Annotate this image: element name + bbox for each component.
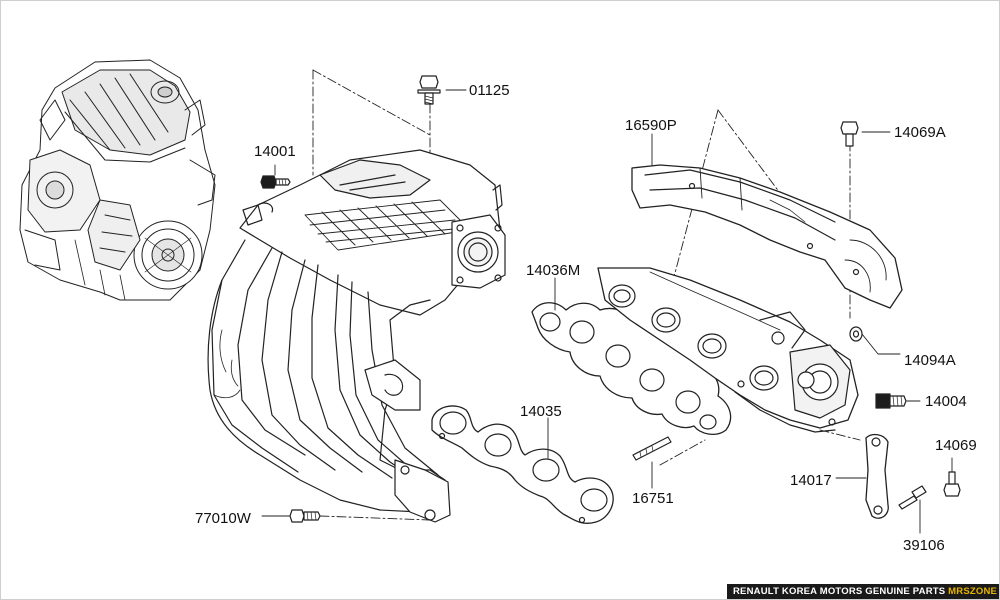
stud-16751 (632, 436, 672, 461)
label-16590P: 16590P (625, 117, 677, 134)
label-14004: 14004 (925, 393, 967, 410)
label-14017: 14017 (790, 472, 832, 489)
bolt-14069A (840, 121, 859, 147)
bolt-01125 (417, 75, 441, 105)
bracket-14017 (865, 433, 889, 519)
intake-manifold (207, 149, 506, 523)
footer-brand: MRSZONE (948, 586, 998, 597)
footer-text: RENAULT KOREA MOTORS GENUINE PARTS (733, 586, 946, 597)
bolt-77010W (289, 509, 321, 523)
bolt-14069 (943, 471, 961, 497)
sensor-14004 (875, 393, 907, 409)
label-16751: 16751 (632, 490, 674, 507)
label-14069: 14069 (935, 437, 977, 454)
label-39106: 39106 (903, 537, 945, 554)
label-14001: 14001 (254, 143, 296, 160)
bolt-39106 (898, 485, 927, 510)
footer-banner: RENAULT KOREA MOTORS GENUINE PARTS MRSZO… (727, 584, 1000, 600)
label-14069A: 14069A (894, 124, 946, 141)
gasket-14035 (431, 405, 614, 524)
label-14036M: 14036M (526, 262, 581, 279)
exhaust-manifold (597, 267, 859, 433)
label-14035: 14035 (520, 403, 562, 420)
heat-shield-16590P (631, 164, 903, 309)
leader-lines (261, 89, 953, 534)
stud-14001 (260, 175, 291, 189)
engine-assembly-illustration (19, 59, 216, 301)
gasket-14036M (531, 302, 732, 436)
label-01125: 01125 (469, 82, 510, 99)
label-14094A: 14094A (904, 352, 956, 369)
label-77010W: 77010W (195, 510, 251, 527)
nut-14094A (849, 326, 863, 342)
